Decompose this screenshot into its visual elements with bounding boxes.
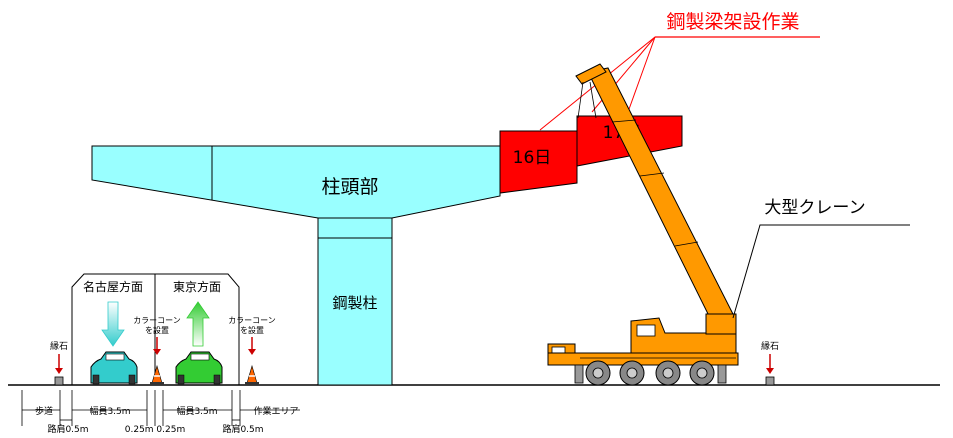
dimension-lines [21,390,300,426]
pier-head [91,145,501,219]
curb-right-label: 縁石 [761,340,779,352]
cone-note-1-line2: を設置 [145,325,169,335]
dim-work-area: 作業エリア [253,405,298,417]
right-direction-bracket [155,273,240,385]
dim-lane-width-left: 幅員3.5m [89,405,130,417]
cone-note-2-line1: カラーコーン [228,316,276,325]
direction-label-tokyo: 東京方面 [173,279,221,294]
arrow-up-icon [186,301,210,347]
curb-right-arrow-icon [766,368,774,374]
cone-note-1-line1: カラーコーン [133,316,181,325]
car-right [175,351,223,385]
curb-left-arrow-icon [55,368,63,374]
dim-shoulder-right: 路肩0.5m [222,423,263,435]
car-left [90,351,138,385]
curb-left-label: 縁石 [50,340,68,352]
curb-right [765,376,775,386]
steel-column [317,217,393,386]
dim-shoulder-left: 路肩0.5m [47,423,88,435]
diagram-title: 鋼製梁架設作業 [666,11,799,33]
dim-sidewalk: 歩道 [35,405,53,417]
traffic-cone-icon [245,364,259,385]
dim-lane-width-right: 幅員3.5m [176,405,217,417]
crane-label: 大型クレーン [764,198,865,218]
steel-column-label: 鋼製柱 [332,294,377,312]
crane-leader [732,224,910,319]
girder-day1 [499,130,578,194]
dim-center-gaps: 0.25m 0.25m [125,425,185,435]
arrow-down-icon [101,301,125,347]
cone-2-arrow-icon [248,349,256,355]
pier-head-label: 柱頭部 [321,176,378,198]
cone-1-arrow-icon [153,349,161,355]
traffic-cone-icon [150,364,164,385]
curb-left [54,376,64,386]
cone-note-2-line2: を設置 [240,325,264,335]
title-leader-3 [627,36,656,113]
large-crane [547,63,739,386]
girder-day1-label: 16日 [513,148,552,168]
left-direction-bracket [71,273,156,385]
direction-label-nagoya: 名古屋方面 [83,279,143,294]
